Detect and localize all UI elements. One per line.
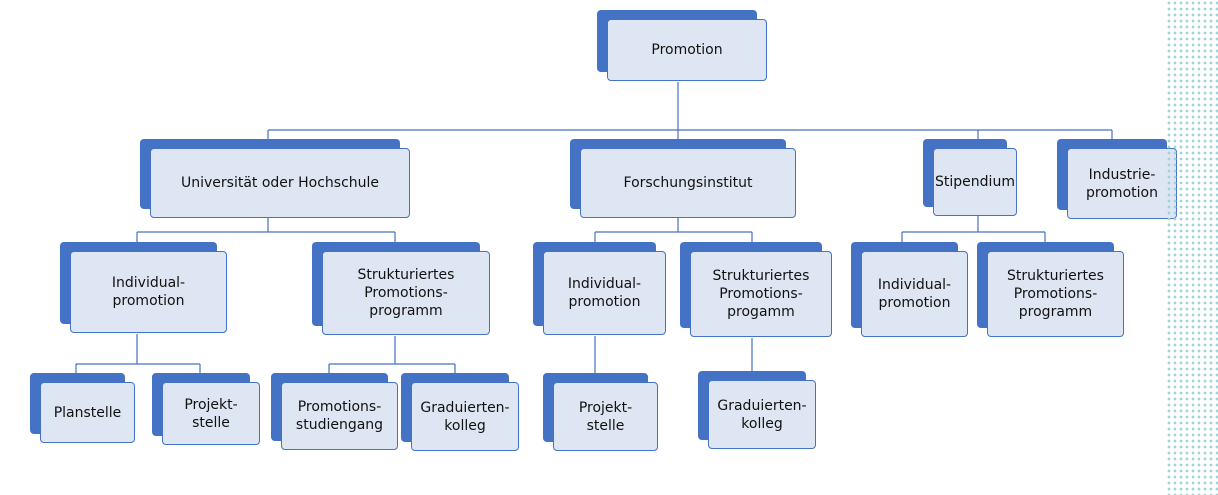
node-label: Promotion [607, 19, 767, 81]
node-uni-individualpromotion: Individual- promotion [60, 242, 229, 335]
node-universitaet-oder-hochschule: Universität oder Hochschule [140, 139, 412, 220]
node-promotionsstudiengang: Promotions- studiengang [271, 373, 400, 452]
node-label: Projekt- stelle [162, 382, 260, 445]
node-planstelle: Planstelle [30, 373, 137, 445]
node-uni-projektstelle: Projekt- stelle [152, 373, 262, 447]
node-institute-strukturiertes-programm: Strukturiertes Promotions- progamm [680, 242, 834, 339]
node-label: Individual- promotion [70, 251, 227, 333]
node-forschungsinstitut: Forschungsinstitut [570, 139, 798, 220]
node-label: Industrie- promotion [1067, 148, 1177, 219]
node-industriepromotion: Industrie- promotion [1057, 139, 1179, 221]
node-label: Forschungsinstitut [580, 148, 796, 218]
node-stipend-individualpromotion: Individual- promotion [851, 242, 970, 339]
node-label: Strukturiertes Promotions- progamm [690, 251, 832, 337]
node-label: Individual- promotion [861, 251, 968, 337]
node-institute-individualpromotion: Individual- promotion [533, 242, 668, 337]
node-label: Projekt- stelle [553, 382, 658, 451]
node-label: Graduierten- kolleg [708, 380, 816, 449]
node-label: Individual- promotion [543, 251, 666, 335]
node-label: Universität oder Hochschule [150, 148, 410, 218]
node-label: Planstelle [40, 382, 135, 443]
node-institute-graduiertenkolleg: Graduierten- kolleg [698, 371, 818, 451]
node-label: Graduierten- kolleg [411, 382, 519, 451]
node-label: Promotions- studiengang [281, 382, 398, 450]
node-uni-strukturiertes-programm: Strukturiertes Promotions- programm [312, 242, 492, 337]
node-institute-projektstelle: Projekt- stelle [543, 373, 660, 453]
node-uni-graduiertenkolleg: Graduierten- kolleg [401, 373, 521, 453]
decorative-dot-pattern [1166, 0, 1218, 495]
node-label: Strukturiertes Promotions- programm [322, 251, 490, 335]
node-promotion: Promotion [597, 10, 770, 83]
node-stipend-strukturiertes-programm: Strukturiertes Promotions- programm [977, 242, 1126, 339]
node-stipendium: Stipendium [923, 139, 1019, 218]
node-label: Strukturiertes Promotions- programm [987, 251, 1124, 337]
node-label: Stipendium [933, 148, 1017, 216]
